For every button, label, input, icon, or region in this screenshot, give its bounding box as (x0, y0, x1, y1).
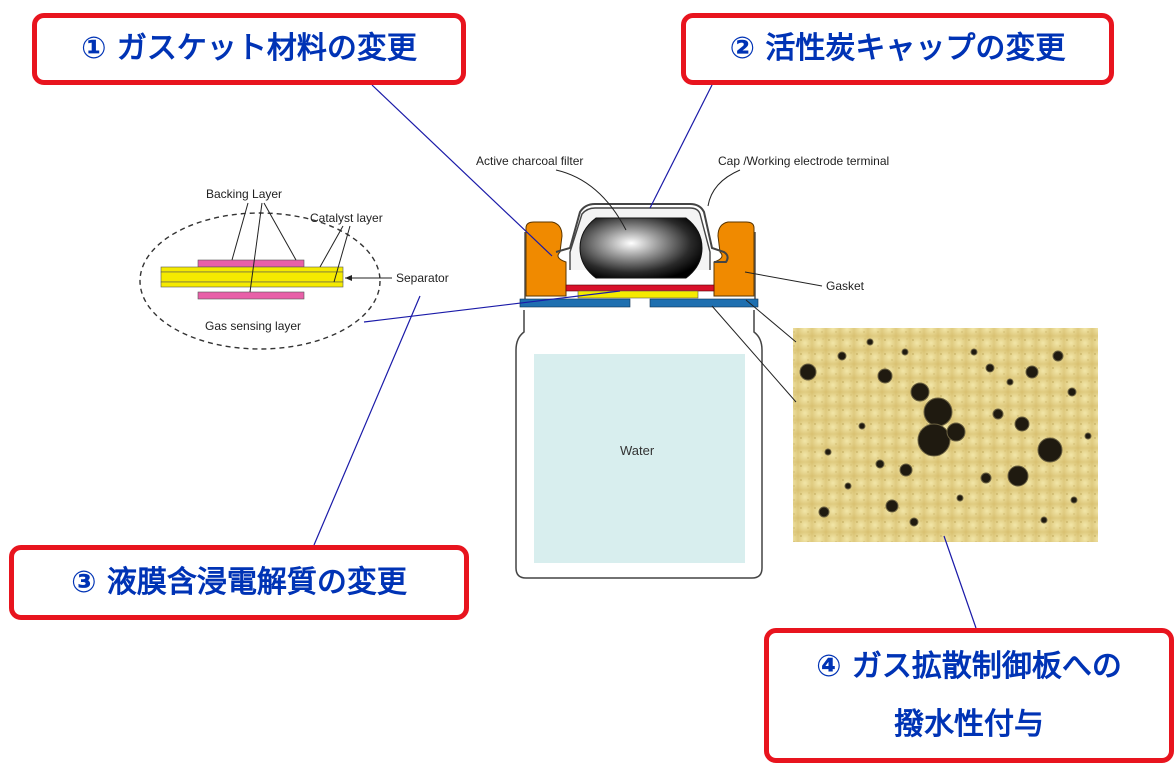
arrow (231, 202, 249, 261)
pointer-line (745, 299, 797, 343)
leader-line-3b (313, 295, 421, 546)
arrow (319, 225, 344, 268)
gas-sensing-layer-outline (139, 212, 381, 350)
microscope-image (793, 328, 1098, 542)
arrowhead (345, 275, 352, 281)
water-area (534, 354, 745, 563)
leader-line-3a (363, 290, 621, 323)
backing-layer-label: Backing Layer (206, 187, 282, 201)
callout-text: ② 活性炭キャップの変更 (729, 31, 1066, 66)
sensor-body: Water (515, 203, 763, 579)
catalyst-stack (577, 290, 699, 299)
callout-text: ① ガスケット材料の変更 (81, 31, 417, 66)
backing-layer-top (197, 259, 305, 268)
active-charcoal-filter (579, 217, 703, 279)
callout-text-line1: ④ ガス拡散制御板への (816, 648, 1122, 684)
arrow (249, 202, 263, 293)
water-label: Water (620, 443, 655, 458)
arrow (555, 169, 627, 231)
callout-diffusion-plate: ④ ガス拡散制御板への 撥水性付与 (764, 628, 1174, 763)
callout-gasket-material: ① ガスケット材料の変更 (32, 13, 466, 85)
leader-line-2 (649, 84, 713, 209)
diffusion-plate-left (519, 298, 631, 308)
callout-electrolyte: ③ 液膜含浸電解質の変更 (9, 545, 469, 620)
arrow (707, 169, 741, 207)
active-charcoal-label: Active charcoal filter (476, 154, 583, 168)
leader-line-4 (943, 535, 977, 629)
catalyst-layer-bottom (160, 281, 344, 288)
pointer-line (711, 305, 797, 403)
membrane-inset: Backing Layer Catalyst layer Separator G… (139, 187, 449, 350)
cap-terminal-label: Cap /Working electrode terminal (718, 154, 889, 168)
backing-layer-bottom (197, 291, 305, 300)
catalyst-layer-label: Catalyst layer (310, 211, 383, 225)
housing-outline (524, 232, 756, 300)
arrow (263, 202, 297, 261)
arrow (744, 271, 823, 287)
electrode-red-layer (565, 284, 715, 292)
cap-terminal (555, 203, 729, 263)
separator-label: Separator (396, 271, 449, 285)
callout-text: ③ 液膜含浸電解質の変更 (71, 564, 407, 600)
callout-text-line2: 撥水性付与 (894, 706, 1044, 742)
callout-charcoal-cap: ② 活性炭キャップの変更 (681, 13, 1114, 85)
gasket-left (525, 221, 567, 297)
leader-line-1 (371, 84, 553, 257)
diffusion-plate-right (649, 298, 759, 308)
gasket-label: Gasket (826, 279, 865, 293)
catalyst-layer-top (160, 266, 344, 273)
leader-lines (313, 84, 977, 629)
gas-sensing-layer-label: Gas sensing layer (205, 319, 301, 333)
gasket-right (713, 221, 755, 297)
arrow (333, 225, 351, 283)
